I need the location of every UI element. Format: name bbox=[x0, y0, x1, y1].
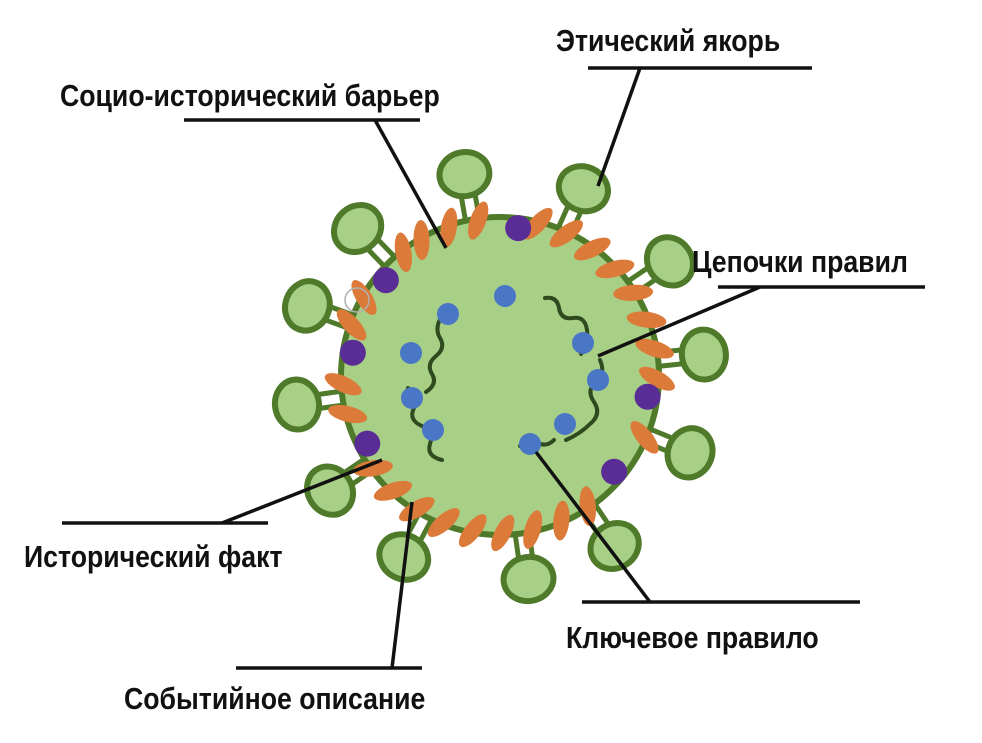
surface-proteins bbox=[324, 201, 675, 552]
orange-protein bbox=[613, 284, 654, 301]
orange-protein bbox=[336, 309, 367, 341]
orange-protein bbox=[458, 514, 487, 548]
blue-node bbox=[401, 387, 423, 409]
label-socio-historical-barrier: Социо-исторический барьер bbox=[60, 78, 440, 113]
orange-protein bbox=[324, 373, 362, 396]
blue-node bbox=[572, 332, 594, 354]
purple-protein bbox=[601, 458, 628, 485]
leader-line bbox=[596, 67, 642, 187]
blue-node bbox=[494, 285, 516, 307]
orange-protein bbox=[373, 480, 413, 501]
leader-line bbox=[534, 450, 652, 604]
orange-protein bbox=[491, 514, 515, 552]
orange-protein bbox=[328, 404, 368, 424]
spike-head-icon bbox=[643, 234, 696, 289]
spike-head-icon bbox=[271, 376, 323, 433]
blue-node bbox=[422, 419, 444, 441]
orange-protein bbox=[413, 220, 430, 261]
orange-protein bbox=[427, 508, 460, 538]
spike-head-icon bbox=[304, 463, 357, 518]
label-ethical-anchor: Этический якорь bbox=[556, 23, 781, 58]
blue-node bbox=[437, 303, 459, 325]
orange-protein bbox=[553, 500, 570, 541]
orange-protein bbox=[639, 366, 675, 391]
blue-node bbox=[519, 433, 541, 455]
orange-protein bbox=[626, 311, 667, 329]
leader-line bbox=[221, 458, 383, 525]
orange-protein bbox=[595, 259, 635, 279]
blue-node bbox=[400, 342, 422, 364]
rna-strand bbox=[424, 314, 445, 394]
leader-line bbox=[390, 501, 414, 669]
spike-head-icon bbox=[500, 553, 557, 605]
stray-marker-icon bbox=[344, 287, 370, 313]
orange-protein bbox=[440, 207, 458, 248]
purple-protein bbox=[372, 267, 399, 294]
leader-lines bbox=[62, 66, 925, 670]
leader-line bbox=[373, 119, 448, 249]
orange-protein bbox=[353, 459, 393, 477]
purple-protein bbox=[505, 215, 532, 242]
orange-protein bbox=[399, 496, 435, 522]
label-rule-chains: Цепочки правил bbox=[692, 244, 908, 279]
blue-node bbox=[554, 413, 576, 435]
blue-node bbox=[587, 369, 609, 391]
orange-protein bbox=[573, 237, 611, 261]
virus-core bbox=[404, 280, 596, 472]
label-event-description: Событийное описание bbox=[124, 681, 426, 716]
spike-head-icon bbox=[555, 163, 611, 215]
orange-protein bbox=[635, 338, 674, 359]
purple-protein bbox=[634, 383, 661, 410]
spike-head-icon bbox=[281, 278, 333, 334]
spike-head-icon bbox=[678, 326, 729, 383]
orange-protein bbox=[549, 220, 584, 248]
spike-head-icon bbox=[436, 149, 493, 200]
label-historical-fact: Исторический факт bbox=[24, 539, 283, 574]
orange-protein bbox=[630, 421, 659, 454]
spike-head-icon bbox=[587, 519, 642, 572]
rna-nodes bbox=[400, 285, 609, 455]
orange-protein bbox=[467, 201, 489, 240]
orange-protein bbox=[523, 510, 543, 549]
leader-line bbox=[597, 285, 761, 358]
spike-head-icon bbox=[330, 202, 385, 256]
purple-protein bbox=[354, 430, 381, 457]
spike-head-icon bbox=[664, 425, 716, 481]
orange-protein bbox=[394, 232, 412, 273]
purple-protein bbox=[339, 339, 366, 366]
label-key-rule: Ключевое правило bbox=[566, 620, 819, 655]
